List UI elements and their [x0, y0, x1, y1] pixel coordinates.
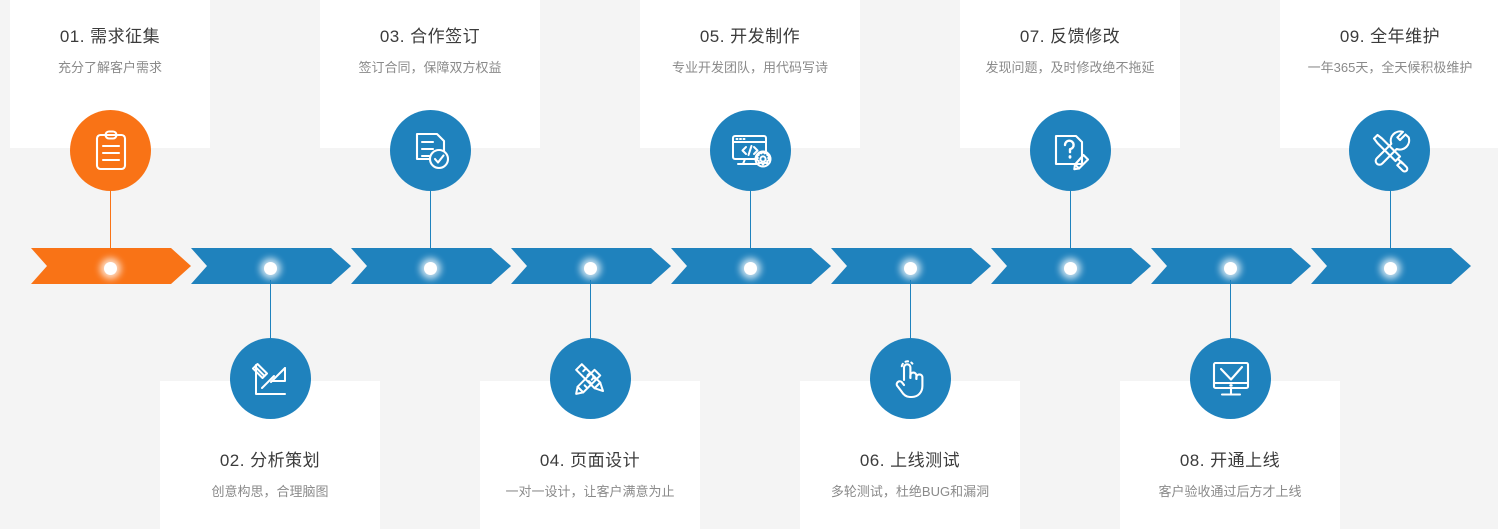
timeline-marker-05[interactable]: [744, 262, 757, 275]
step-node-09[interactable]: [1349, 110, 1430, 191]
step-caption-05: 05. 开发制作 专业开发团队，用代码写诗: [640, 28, 860, 74]
step-title: 09. 全年维护: [1339, 27, 1441, 46]
step-node-07[interactable]: [1030, 110, 1111, 191]
connector-05: [750, 190, 751, 252]
step-node-08[interactable]: [1190, 338, 1271, 419]
step-desc: 创意构思，合理脑图: [211, 484, 329, 499]
timeline-marker-01[interactable]: [104, 262, 117, 275]
timeline-marker-06[interactable]: [904, 262, 917, 275]
step-desc: 发现问题，及时修改绝不拖延: [985, 60, 1155, 75]
step-title: 01. 需求征集: [59, 27, 161, 46]
timeline-marker-08[interactable]: [1224, 262, 1237, 275]
timeline-marker-07[interactable]: [1064, 262, 1077, 275]
connector-06: [910, 280, 911, 338]
step-caption-07: 07. 反馈修改 发现问题，及时修改绝不拖延: [960, 28, 1180, 74]
step-desc: 签订合同，保障双方权益: [358, 60, 502, 75]
step-desc: 客户验收通过后方才上线: [1158, 484, 1302, 499]
step-caption-06: 06. 上线测试 多轮测试，杜绝BUG和漏洞: [800, 452, 1020, 498]
connector-04: [590, 280, 591, 338]
connector-01: [110, 190, 111, 252]
step-desc: 专业开发团队，用代码写诗: [671, 60, 828, 75]
step-caption-01: 01. 需求征集 充分了解客户需求: [0, 28, 220, 74]
step-desc: 一年365天，全天候积极维护: [1307, 60, 1473, 75]
step-caption-02: 02. 分析策划 创意构思，合理脑图: [160, 452, 380, 498]
monitor-check-icon: [1208, 356, 1254, 402]
step-caption-08: 08. 开通上线 客户验收通过后方才上线: [1120, 452, 1340, 498]
step-desc: 充分了解客户需求: [57, 60, 162, 75]
step-desc: 多轮测试，杜绝BUG和漏洞: [830, 484, 990, 499]
timeline-marker-03[interactable]: [424, 262, 437, 275]
step-node-02[interactable]: [230, 338, 311, 419]
step-title: 06. 上线测试: [859, 451, 961, 470]
step-title: 03. 合作签订: [379, 27, 481, 46]
step-node-03[interactable]: [390, 110, 471, 191]
step-title: 05. 开发制作: [699, 27, 801, 46]
connector-02: [270, 280, 271, 338]
step-title: 04. 页面设计: [539, 451, 641, 470]
step-node-06[interactable]: [870, 338, 951, 419]
step-title: 08. 开通上线: [1179, 451, 1281, 470]
timeline-marker-02[interactable]: [264, 262, 277, 275]
connector-07: [1070, 190, 1071, 252]
step-desc: 一对一设计，让客户满意为止: [505, 484, 675, 499]
contract-check-icon: [408, 128, 454, 174]
step-title: 02. 分析策划: [219, 451, 321, 470]
pencil-ruler-icon: [567, 355, 615, 403]
step-caption-04: 04. 页面设计 一对一设计，让客户满意为止: [480, 452, 700, 498]
step-title: 07. 反馈修改: [1019, 27, 1121, 46]
pencil-chart-icon: [247, 355, 295, 403]
connector-09: [1390, 190, 1391, 252]
question-doc-pencil-icon: [1048, 128, 1094, 174]
step-node-01[interactable]: [70, 110, 151, 191]
step-caption-03: 03. 合作签订 签订合同，保障双方权益: [320, 28, 540, 74]
timeline-marker-09[interactable]: [1384, 262, 1397, 275]
step-node-04[interactable]: [550, 338, 631, 419]
clipboard-icon: [88, 128, 134, 174]
connector-03: [430, 190, 431, 252]
click-hand-icon: [888, 356, 934, 402]
step-node-05[interactable]: [710, 110, 791, 191]
timeline-marker-04[interactable]: [584, 262, 597, 275]
code-window-gear-icon: [727, 127, 775, 175]
connector-08: [1230, 280, 1231, 338]
wrench-screwdriver-icon: [1367, 128, 1413, 174]
step-caption-09: 09. 全年维护 一年365天，全天候积极维护: [1280, 28, 1498, 74]
